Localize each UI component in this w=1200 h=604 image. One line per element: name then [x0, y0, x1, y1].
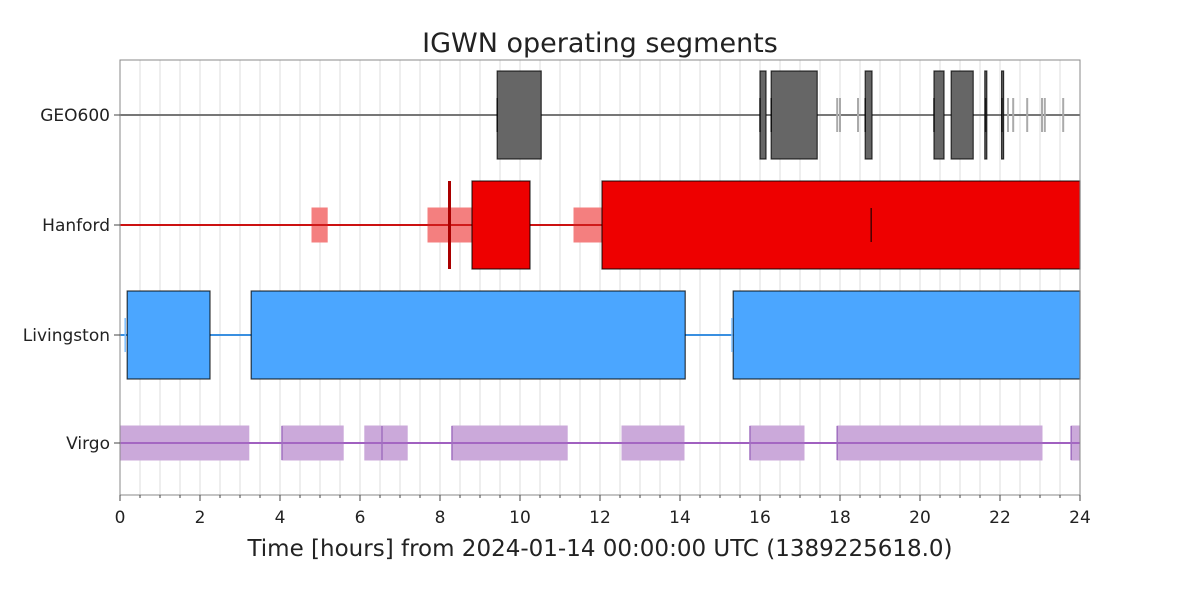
active-segment	[864, 70, 873, 160]
x-tick-label: 2	[195, 508, 206, 528]
x-tick-label: 24	[1069, 508, 1091, 528]
row-geo600	[120, 70, 1080, 160]
chart-title: IGWN operating segments	[422, 28, 778, 59]
active-segment	[448, 181, 451, 269]
active-segment	[759, 70, 767, 160]
x-axis-label: Time [hours] from 2024-01-14 00:00:00 UT…	[246, 536, 952, 562]
y-tick-label: Virgo	[66, 434, 110, 454]
y-tick-label: Livingston	[23, 326, 110, 346]
active-segment	[496, 70, 542, 160]
x-tick-label: 20	[909, 508, 931, 528]
active-segment	[471, 180, 531, 270]
grid	[139, 60, 1061, 495]
x-tick-label: 22	[989, 508, 1011, 528]
row-hanford	[120, 180, 1081, 270]
active-segment	[126, 290, 211, 380]
x-tick-label: 16	[749, 508, 771, 528]
x-tick-label: 4	[275, 508, 286, 528]
active-segment	[770, 70, 818, 160]
x-tick-label: 14	[669, 508, 691, 528]
row-livingston	[120, 290, 1081, 380]
row-virgo	[119, 425, 1081, 461]
active-segment	[950, 70, 974, 160]
x-tick-label: 18	[829, 508, 851, 528]
x-tick-label: 8	[435, 508, 446, 528]
series-rows	[119, 70, 1081, 461]
x-tick-label: 0	[115, 508, 126, 528]
active-segment	[250, 290, 686, 380]
x-tick-label: 10	[509, 508, 531, 528]
active-segment	[601, 180, 1081, 270]
y-tick-label: GEO600	[40, 106, 110, 126]
x-tick-label: 12	[589, 508, 611, 528]
active-segment	[732, 290, 1081, 380]
active-segment	[933, 70, 945, 160]
x-tick-label: 6	[355, 508, 366, 528]
y-tick-label: Hanford	[42, 216, 110, 236]
